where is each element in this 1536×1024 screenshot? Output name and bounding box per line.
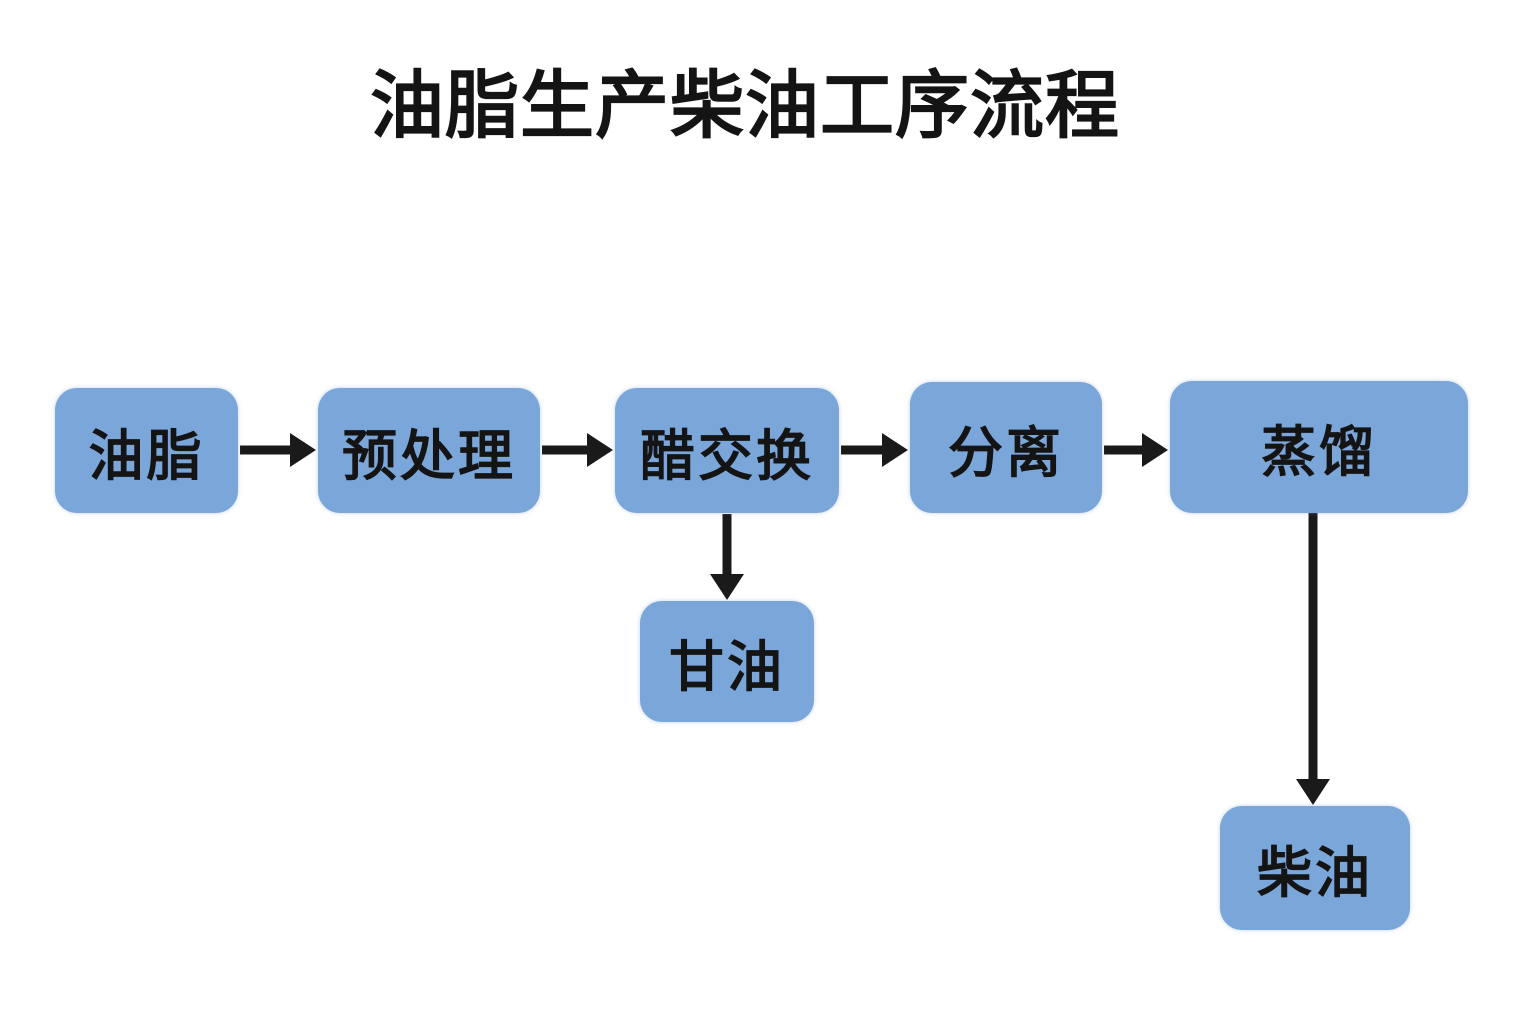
arrow-head xyxy=(882,433,908,467)
node-glycerin: 甘油 xyxy=(640,601,814,722)
arrow-oil-to-pretreat xyxy=(240,433,316,467)
node-diesel: 柴油 xyxy=(1220,806,1410,930)
arrow-transester-to-glycerin xyxy=(710,514,744,600)
node-separation: 分离 xyxy=(910,382,1102,513)
arrow-head xyxy=(1296,779,1330,805)
node-pretreatment: 预处理 xyxy=(318,388,540,513)
arrow-distill-to-diesel xyxy=(1296,513,1330,805)
node-glycerin-label: 甘油 xyxy=(668,635,785,698)
node-oil-label: 油脂 xyxy=(88,424,205,487)
arrow-head xyxy=(290,433,316,467)
arrow-separate-to-distill xyxy=(1104,433,1168,467)
node-distillation-label: 蒸馏 xyxy=(1260,421,1377,483)
node-oil: 油脂 xyxy=(55,388,238,513)
node-transesterification-label: 醋交换 xyxy=(639,424,814,487)
node-separation-label: 分离 xyxy=(947,421,1064,484)
node-distillation: 蒸馏 xyxy=(1170,381,1468,513)
arrow-head xyxy=(587,433,613,467)
arrow-head xyxy=(1142,433,1168,467)
node-pretreatment-label: 预处理 xyxy=(341,424,516,487)
diagram-title: 油脂生产柴油工序流程 xyxy=(370,64,1120,147)
arrow-pretreat-to-transester xyxy=(542,433,613,467)
arrow-transester-to-separate xyxy=(841,433,908,467)
arrow-head xyxy=(710,574,744,600)
node-transesterification: 醋交换 xyxy=(615,388,839,513)
node-diesel-label: 柴油 xyxy=(1256,842,1373,904)
